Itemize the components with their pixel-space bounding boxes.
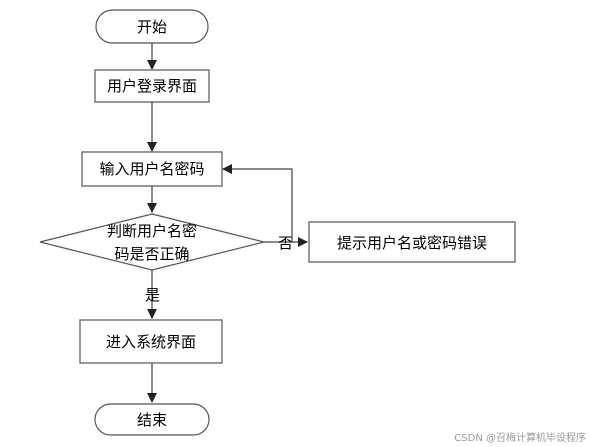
enter-system-node — [79, 319, 223, 364]
login-page-node — [94, 69, 210, 103]
error-node — [308, 221, 516, 263]
input-label: 输入用户名密码 — [99, 160, 204, 178]
end-node — [94, 403, 210, 436]
login-page-label: 用户登录界面 — [107, 77, 197, 95]
enter-system-label: 进入系统界面 — [106, 333, 196, 351]
end-label: 结束 — [137, 411, 167, 429]
decision-label-line2: 码是否正确 — [114, 245, 189, 263]
decision-label-line1: 判断用户名密 — [107, 222, 197, 240]
arrow-loop-to-input — [222, 164, 293, 242]
watermark: CSDN @召梅计算机毕设程序 — [454, 431, 586, 444]
yes-label: 是 — [145, 286, 160, 304]
error-label: 提示用户名或密码错误 — [337, 234, 487, 252]
no-label: 否 — [278, 234, 293, 252]
start-label: 开始 — [137, 18, 167, 36]
